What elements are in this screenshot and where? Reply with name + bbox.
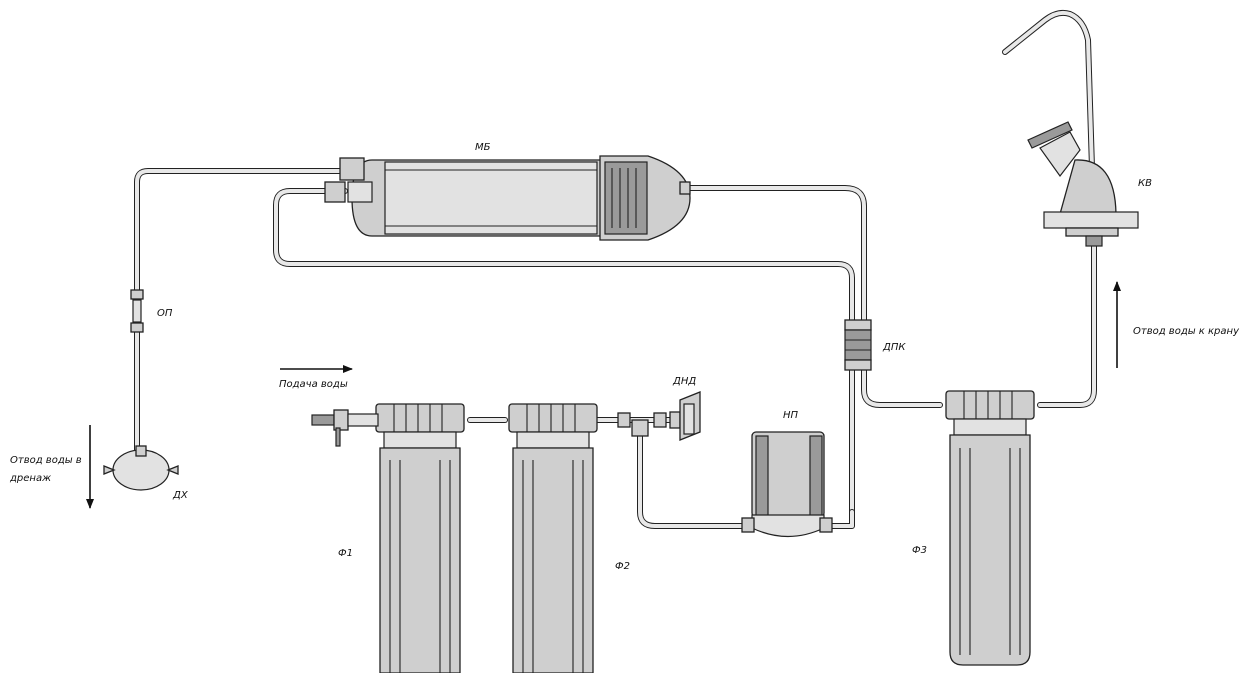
filter-f3 [945,390,1035,666]
label-f2: Ф2 [615,561,630,572]
label-dnd: ДНД [672,376,696,387]
label-f3: Ф3 [912,545,927,556]
faucet [1002,9,1139,247]
label-dpk: ДПК [882,342,906,353]
label-f1: Ф1 [338,548,353,559]
label-np: НП [783,410,799,421]
drain-clamp [103,445,179,491]
filter-f1 [311,403,465,673]
label-supply: Подача воды [279,379,348,390]
label-kv: КВ [1138,178,1152,189]
membrane-housing [324,155,691,241]
low-pressure-switch [669,391,701,441]
flow-restrictor [130,289,144,333]
label-drain-1: Отвод воды в [10,455,82,466]
label-dh: ДХ [172,490,189,501]
shutoff-valve [844,319,872,371]
label-op: ОП [157,308,173,319]
tubing [134,168,1097,529]
tee-fitting [617,412,667,437]
label-to-tap: Отвод воды к крану [1133,326,1240,337]
filter-f2 [508,403,598,673]
label-mb: МБ [475,142,491,153]
label-drain-2: дренаж [9,473,51,484]
pump [741,431,833,537]
